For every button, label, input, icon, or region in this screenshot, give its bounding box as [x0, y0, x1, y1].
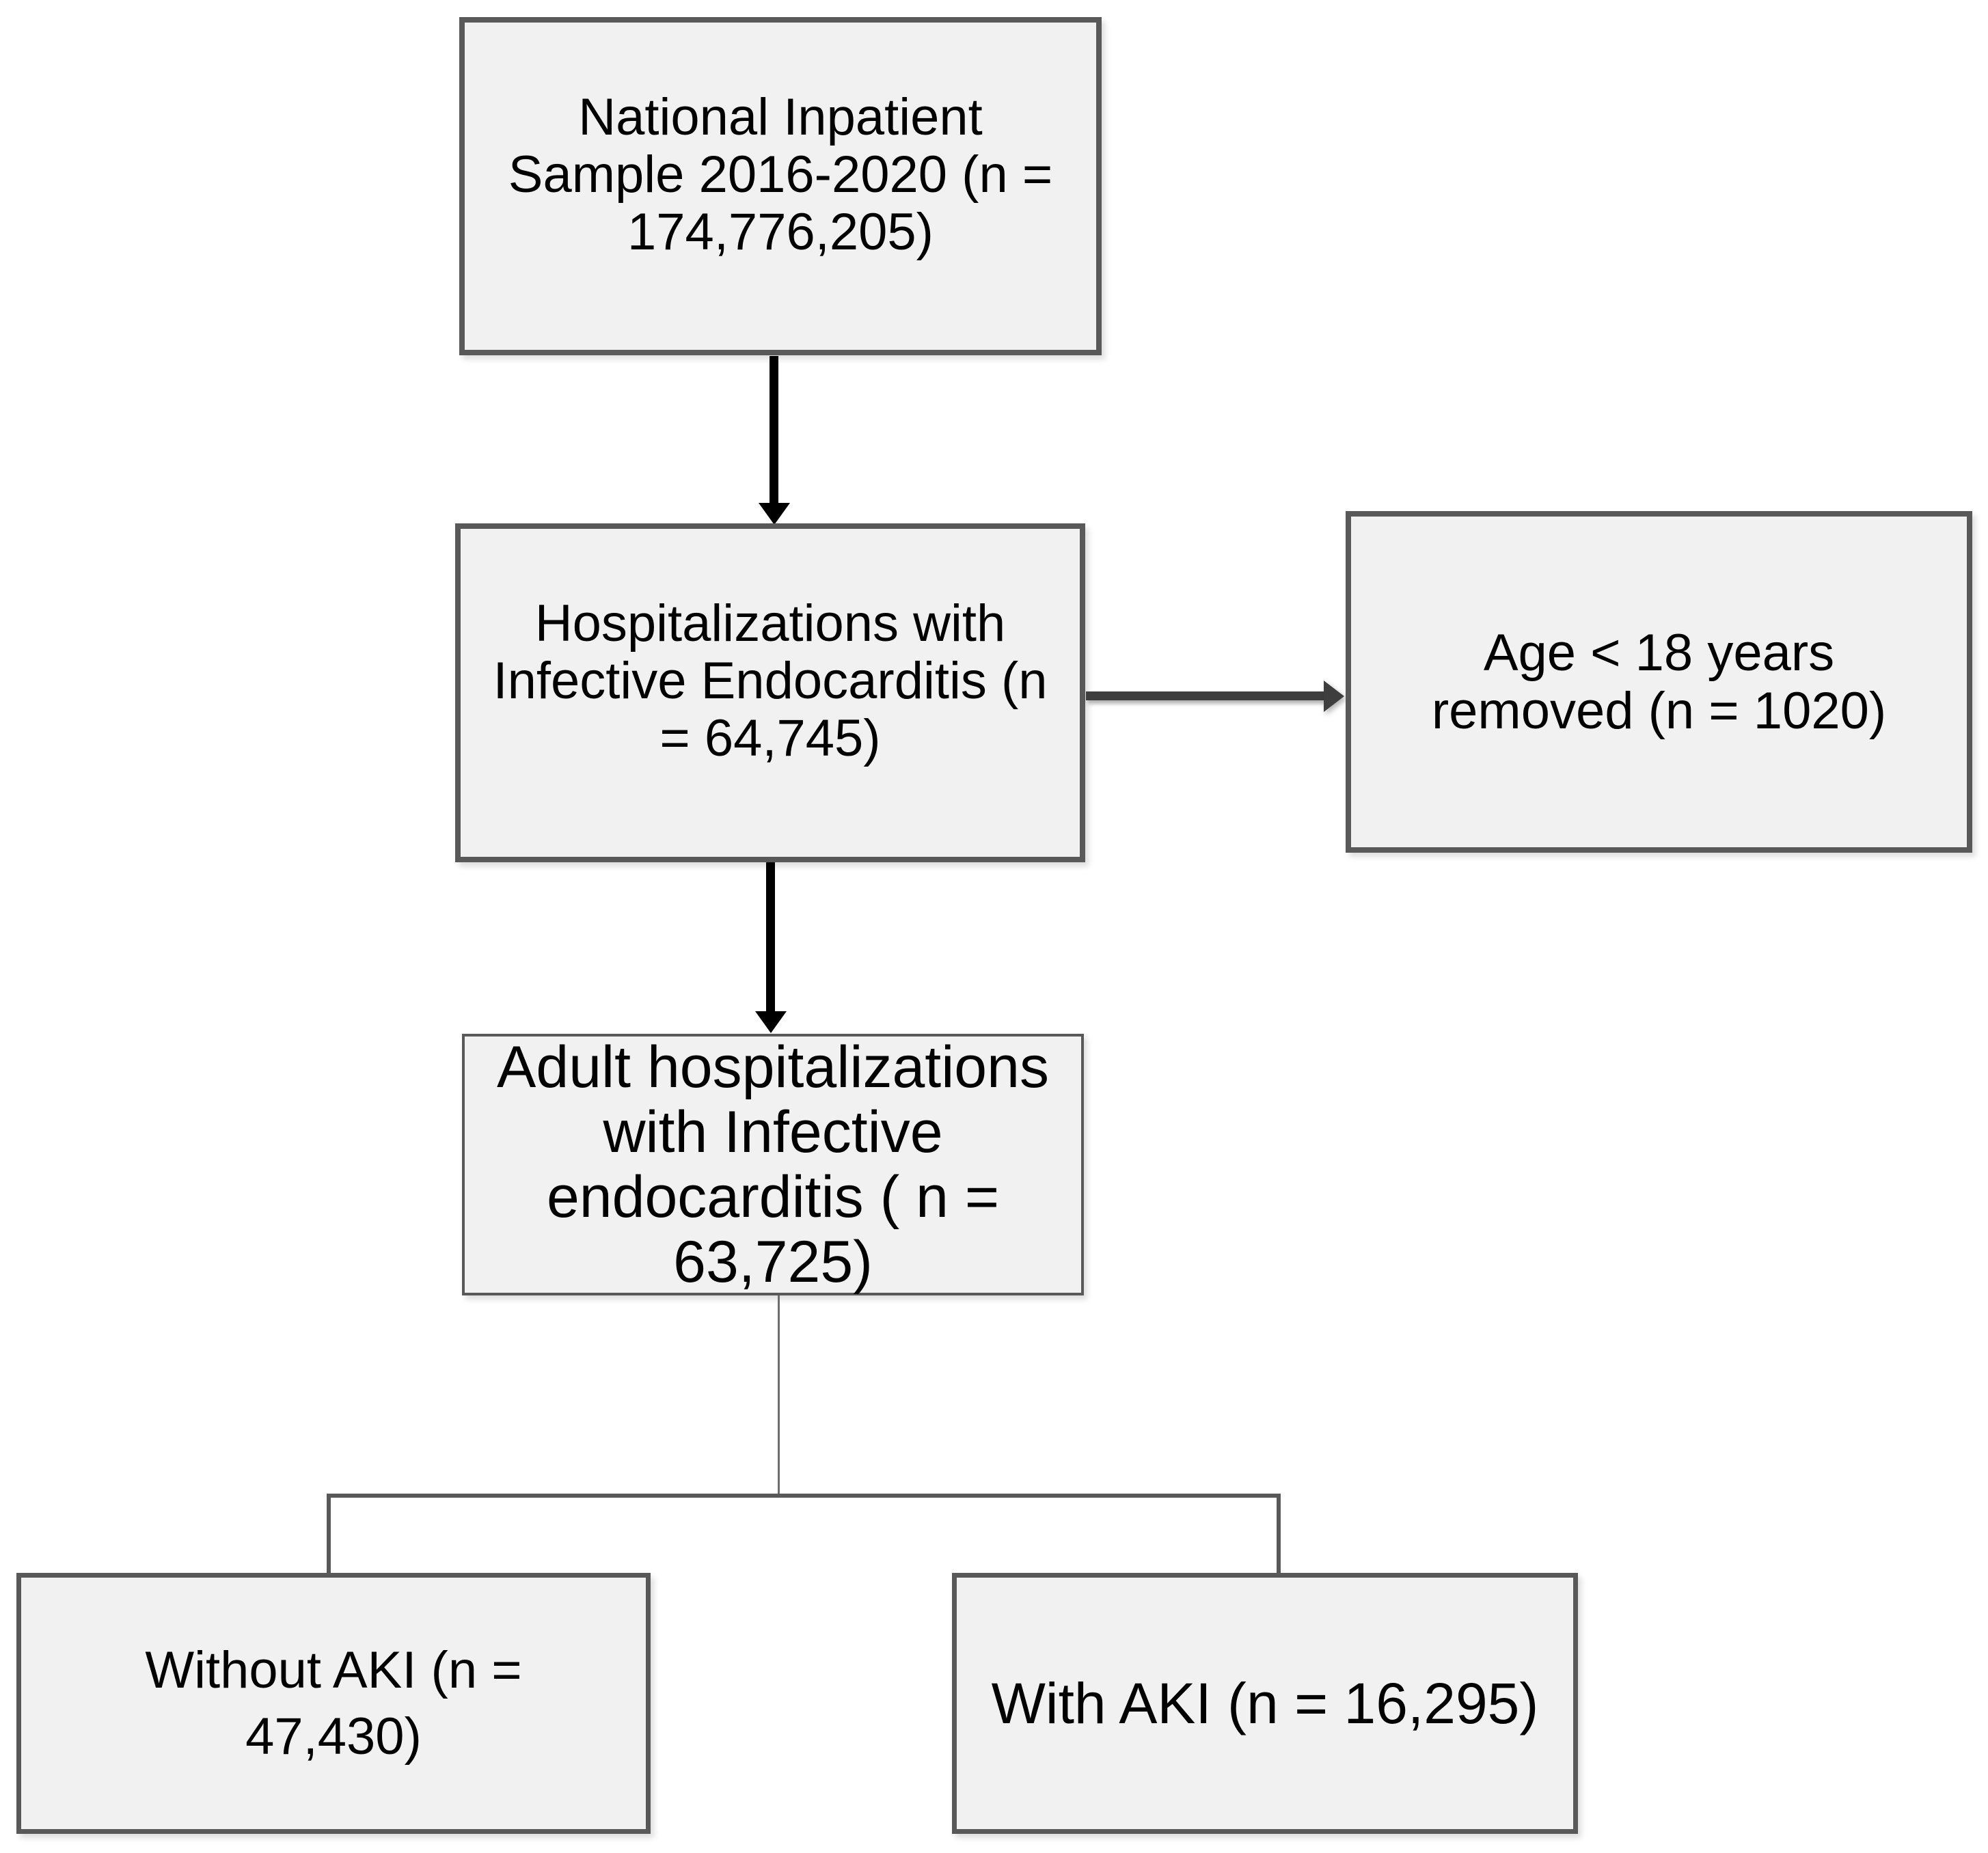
connector-branch-left-drop-line: [327, 1494, 331, 1574]
flow-box-national-inpatient-sample-label: National Inpatient Sample 2016-2020 (n =…: [508, 87, 1053, 261]
right-arrow-ie-to-excluded-icon: [1086, 691, 1324, 700]
flow-box-national-inpatient-sample: National Inpatient Sample 2016-2020 (n =…: [459, 17, 1102, 355]
right-arrowhead-ie-to-excluded-icon: [1324, 681, 1344, 712]
flow-box-ie-hospitalizations: Hospitalizations with Infective Endocard…: [455, 523, 1085, 862]
flow-box-age-excluded-label: Age < 18 years removed (n = 1020): [1431, 624, 1887, 740]
flow-box-without-aki: Without AKI (n = 47,430): [16, 1573, 651, 1834]
down-arrowhead-nis-to-ie-icon: [759, 503, 790, 525]
down-arrow-ie-to-adult-icon: [766, 862, 775, 1011]
down-arrow-nis-to-ie-icon: [770, 356, 778, 503]
flow-box-adult-ie-hospitalizations-label: Adult hospitalizations with Infective en…: [497, 1034, 1049, 1295]
flow-box-with-aki: With AKI (n = 16,295): [952, 1573, 1578, 1834]
down-arrowhead-ie-to-adult-icon: [755, 1011, 787, 1033]
flow-box-age-excluded: Age < 18 years removed (n = 1020): [1346, 511, 1972, 853]
connector-adult-stem-line: [778, 1295, 780, 1495]
flow-box-without-aki-label: Without AKI (n = 47,430): [145, 1641, 522, 1766]
flow-box-adult-ie-hospitalizations: Adult hospitalizations with Infective en…: [462, 1034, 1084, 1295]
connector-branch-right-drop-line: [1277, 1494, 1281, 1574]
flow-box-with-aki-label: With AKI (n = 16,295): [991, 1671, 1539, 1735]
connector-branch-horizontal-line: [327, 1494, 1281, 1498]
flow-box-ie-hospitalizations-label: Hospitalizations with Infective Endocard…: [493, 594, 1048, 767]
